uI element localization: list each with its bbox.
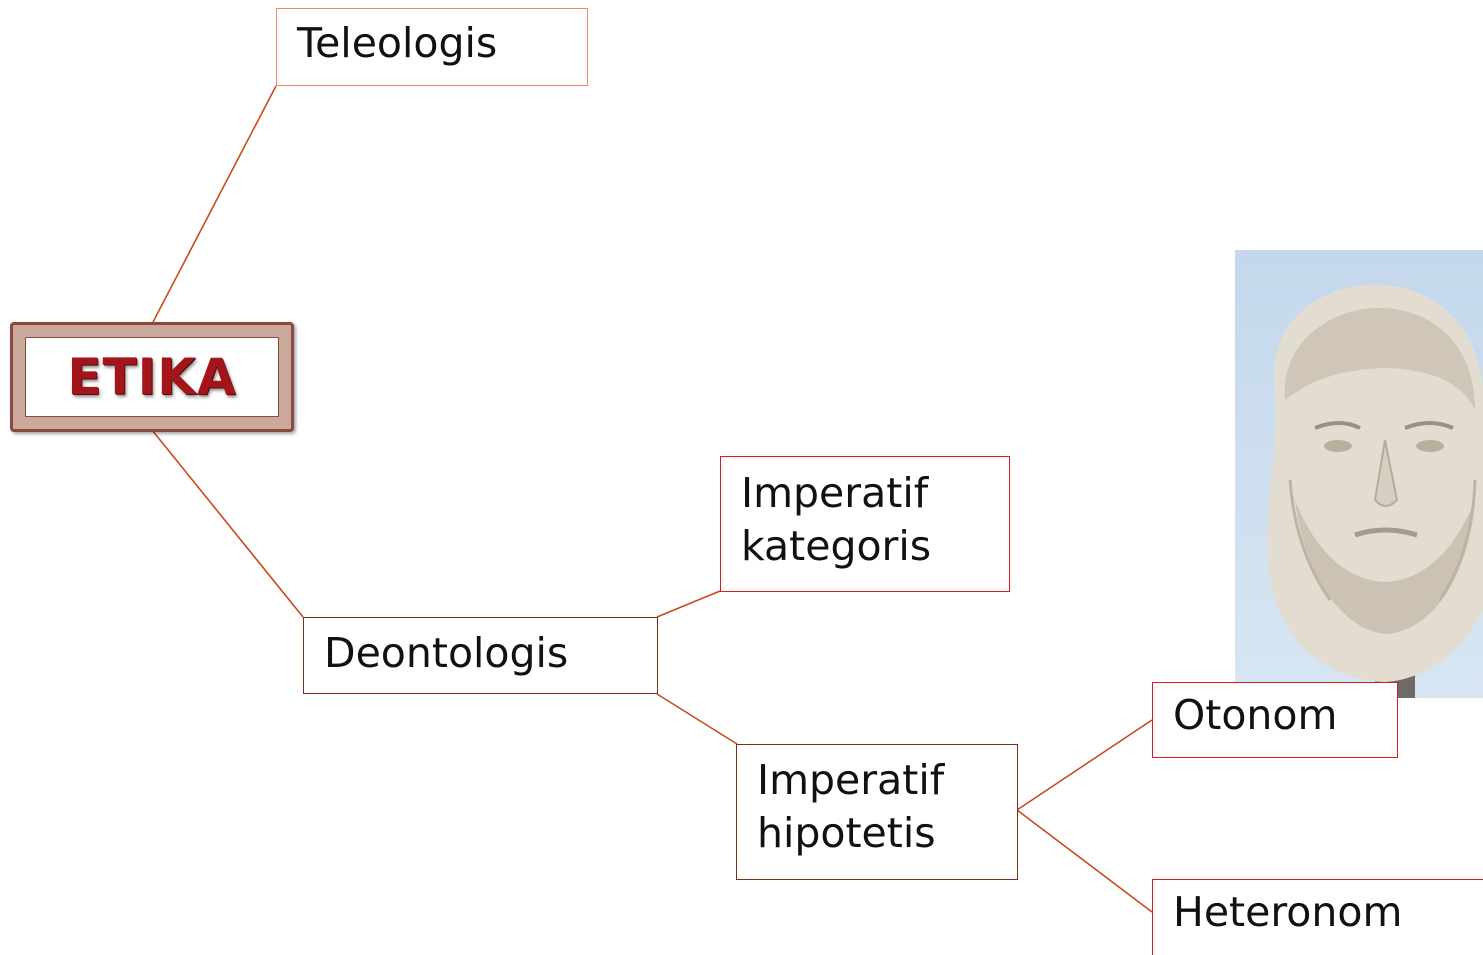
root-node-frame: ETIKA (25, 337, 279, 417)
connector-hipotetis-heteronom (1016, 809, 1153, 913)
bust-illustration (1267, 284, 1483, 698)
connector-etika-deontologis (151, 429, 304, 618)
node-heteronom-label: Heteronom (1173, 888, 1403, 936)
node-otonom-label: Otonom (1173, 691, 1338, 739)
connector-deontologis-kategoris (656, 590, 721, 618)
node-teleologis: Teleologis (276, 8, 588, 86)
node-imperatif-kategoris: Imperatif kategoris (720, 456, 1010, 592)
root-node-label: ETIKA (67, 348, 237, 406)
node-heteronom: Heteronom (1152, 879, 1483, 955)
connector-deontologis-hipotetis (656, 693, 738, 745)
connector-hipotetis-otonom (1016, 719, 1153, 811)
node-deontologis: Deontologis (303, 617, 658, 694)
node-teleologis-label: Teleologis (297, 19, 498, 67)
node-imperatif-kategoris-line1: Imperatif (741, 469, 929, 517)
node-imperatif-hipotetis: Imperatif hipotetis (736, 744, 1018, 880)
node-deontologis-label: Deontologis (324, 629, 569, 677)
connector-etika-teleologis (151, 85, 277, 325)
node-imperatif-kategoris-line2: kategoris (741, 522, 932, 570)
root-node-etika: ETIKA (10, 322, 294, 432)
node-imperatif-hipotetis-line2: hipotetis (757, 809, 936, 857)
node-otonom: Otonom (1152, 682, 1398, 758)
philosopher-bust-image (1235, 250, 1483, 698)
node-imperatif-hipotetis-line1: Imperatif (757, 756, 945, 804)
